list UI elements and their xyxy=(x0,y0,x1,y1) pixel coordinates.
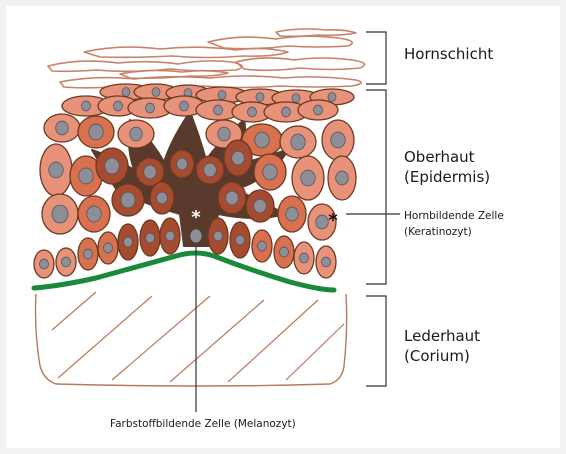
cell-nucleus-9 xyxy=(114,101,123,111)
cell-nucleus-7 xyxy=(328,93,336,102)
cell-nucleus-15 xyxy=(314,105,323,115)
cell-nucleus-47 xyxy=(166,231,175,241)
cell-nucleus-13 xyxy=(248,107,257,117)
cell-nucleus-14 xyxy=(282,107,291,117)
cell-nucleus-52 xyxy=(300,253,309,263)
cell-nucleus-43 xyxy=(84,249,93,259)
cell-nucleus-53 xyxy=(322,257,331,267)
cell-nucleus-19 xyxy=(218,127,231,141)
cell-nucleus-2 xyxy=(152,88,160,97)
cell-nucleus-40 xyxy=(316,215,329,229)
cell-nucleus-8 xyxy=(82,101,91,111)
cell-nucleus-27 xyxy=(177,158,188,170)
cell-nucleus-24 xyxy=(79,168,93,184)
label-melanozyt: Farbstoffbildende Zelle (Melanozyt) xyxy=(110,417,296,432)
label-hornschicht: Hornschicht xyxy=(404,44,493,64)
label-oberhaut: Oberhaut xyxy=(404,147,475,167)
cell-nucleus-34 xyxy=(87,206,101,222)
cell-nucleus-39 xyxy=(286,207,299,221)
cell-nucleus-48 xyxy=(214,231,223,241)
cell-nucleus-5 xyxy=(256,93,264,102)
label-epidermis: (Epidermis) xyxy=(404,167,490,187)
cell-nucleus-36 xyxy=(157,192,168,204)
cell-nucleus-44 xyxy=(104,243,113,253)
cell-nucleus-46 xyxy=(146,233,155,243)
cell-nucleus-26 xyxy=(144,165,157,179)
cell-nucleus-51 xyxy=(280,247,289,257)
cell-nucleus-4 xyxy=(218,91,226,100)
cell-nucleus-12 xyxy=(214,105,223,115)
cell-nucleus-11 xyxy=(180,101,189,111)
cell-nucleus-22 xyxy=(331,132,345,148)
cell-nucleus-16 xyxy=(56,121,69,135)
cell-nucleus-30 xyxy=(263,164,277,180)
cell-nucleus-31 xyxy=(301,170,315,186)
label-keratinozyt: (Keratinozyt) xyxy=(404,225,472,240)
label-hornbildende-zelle: Hornbildende Zelle xyxy=(404,209,504,224)
cell-nucleus-6 xyxy=(292,94,300,103)
cell-nucleus-10 xyxy=(146,103,155,113)
cell-nucleus-17 xyxy=(89,124,103,140)
label-lederhaut: Lederhaut xyxy=(404,326,480,346)
label-corium: (Corium) xyxy=(404,346,470,366)
melanocyte-nucleus xyxy=(190,229,202,243)
cell-nucleus-41 xyxy=(40,259,49,269)
cell-nucleus-29 xyxy=(232,151,245,165)
cell-nucleus-21 xyxy=(291,134,305,150)
cell-nucleus-35 xyxy=(121,192,135,208)
cell-nucleus-32 xyxy=(336,171,349,185)
cell-nucleus-25 xyxy=(105,158,119,174)
cell-nucleus-38 xyxy=(254,199,267,213)
cell-nucleus-20 xyxy=(255,132,269,148)
cell-nucleus-49 xyxy=(236,235,245,245)
cell-nucleus-50 xyxy=(258,241,267,251)
melanocyte-asterisk: * xyxy=(191,207,201,228)
cell-nucleus-37 xyxy=(226,191,239,205)
cell-nucleus-28 xyxy=(204,163,217,177)
cell-nucleus-18 xyxy=(130,127,143,141)
cell-nucleus-42 xyxy=(62,257,71,267)
cell-nucleus-23 xyxy=(49,162,63,178)
cell-nucleus-1 xyxy=(122,88,130,97)
cell-nucleus-45 xyxy=(124,237,133,247)
cell-nucleus-33 xyxy=(52,205,68,223)
keratinocyte-asterisk: * xyxy=(328,210,338,231)
